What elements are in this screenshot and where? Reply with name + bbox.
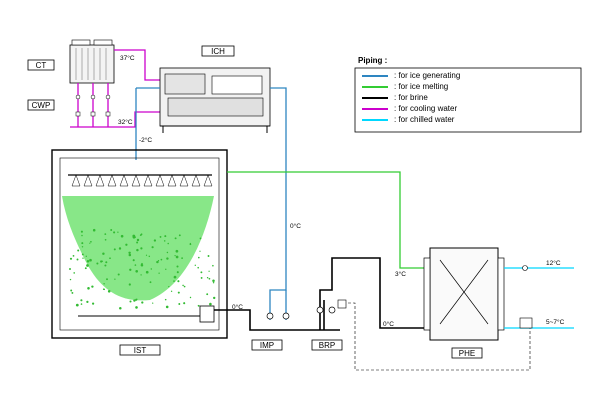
legend-label: : for ice melting: [394, 82, 448, 91]
control-valve: [337, 299, 347, 309]
imp-outlet-temp: 0°C: [232, 303, 243, 311]
spray-nozzles: [71, 174, 213, 187]
legend-label: : for cooling water: [394, 104, 457, 113]
suction-sump: [199, 305, 215, 323]
legend-rows: : for ice generating : for ice melting : f…: [362, 71, 460, 124]
ct-label-box: [27, 59, 55, 71]
phe-label: PHE: [459, 349, 475, 358]
spray-nozzle: [179, 174, 189, 187]
spray-nozzle: [95, 174, 105, 187]
brp-label-box: [311, 339, 343, 351]
ist-inner-wall: [59, 157, 220, 331]
ice-melting-piping: [227, 171, 430, 269]
ist-label: IST: [134, 346, 147, 355]
ice-storage-tank: IST: [51, 149, 228, 356]
spray-nozzle: [203, 174, 213, 187]
chilled-supply-temp: 5~7°C: [546, 318, 565, 326]
ich-condenser: [211, 75, 263, 95]
brine-piping: [214, 257, 430, 331]
ct-bottom-temp: 32°C: [118, 118, 133, 126]
phe-top-in-temp: 3°C: [395, 270, 406, 278]
spray-nozzle: [107, 174, 117, 187]
cwp-valves: [75, 94, 111, 117]
ist-outer-wall: [51, 149, 228, 339]
ice-harvester: ICH: [159, 45, 271, 133]
spray-nozzle: [143, 174, 153, 187]
chilled-return-temp: 12°C: [546, 259, 561, 267]
legend-label: : for chilled water: [394, 115, 455, 124]
plate-heat-exchanger: PHE: [423, 247, 505, 359]
spray-nozzle: [83, 174, 93, 187]
ich-compressor: [164, 73, 206, 95]
piping-legend: Piping : : for ice generating : for ice m…: [354, 56, 582, 133]
brine-pump: BRP: [311, 306, 343, 351]
ice-melting-pump: IMP: [251, 312, 290, 351]
ice-generating-piping: [135, 87, 287, 320]
ct-label: CT: [36, 61, 47, 70]
ich-to-ist-temp: -2°C: [139, 136, 152, 144]
imp-label-box: [251, 339, 283, 351]
cooling-tower: CT: [27, 39, 115, 84]
spray-nozzle: [119, 174, 129, 187]
phe-bottom-in-temp: 0°C: [383, 320, 394, 328]
ice-pile: [62, 196, 214, 301]
fan-housing-left: [71, 39, 91, 46]
riser-temp: 0°C: [290, 222, 301, 230]
spray-nozzle: [167, 174, 177, 187]
spray-nozzle: [155, 174, 165, 187]
chilled-supply-controller: [519, 317, 533, 329]
cooling-tower-body: [69, 44, 115, 84]
legend-label: : for brine: [394, 93, 428, 102]
imp-label: IMP: [260, 341, 274, 350]
spray-nozzle: [71, 174, 81, 187]
ice-particles: [69, 228, 216, 310]
ist-label-box: [119, 344, 161, 356]
ich-label-box: [201, 45, 235, 57]
chilled-water-piping: [504, 267, 574, 329]
legend-title: Piping :: [358, 56, 387, 65]
cwp-label: CWP: [32, 101, 51, 110]
spray-nozzle: [191, 174, 201, 187]
ct-top-temp: 37°C: [120, 54, 135, 62]
fan-housing-right: [93, 39, 113, 46]
legend-box: [354, 67, 582, 133]
cooling-water-pump: CWP: [27, 99, 55, 111]
phe-label-box: [451, 347, 483, 359]
ich-label: ICH: [211, 47, 225, 56]
control-signal-line: [343, 302, 531, 371]
ich-evaporator: [167, 97, 264, 117]
cooling-water-piping: [70, 49, 160, 128]
spray-nozzle: [131, 174, 141, 187]
chilled-return-gauge: [522, 265, 528, 271]
cwp-label-box: [27, 99, 55, 111]
phe-frame: [429, 247, 499, 341]
brp-label: BRP: [319, 341, 335, 350]
legend-label: : for ice generating: [394, 71, 460, 80]
